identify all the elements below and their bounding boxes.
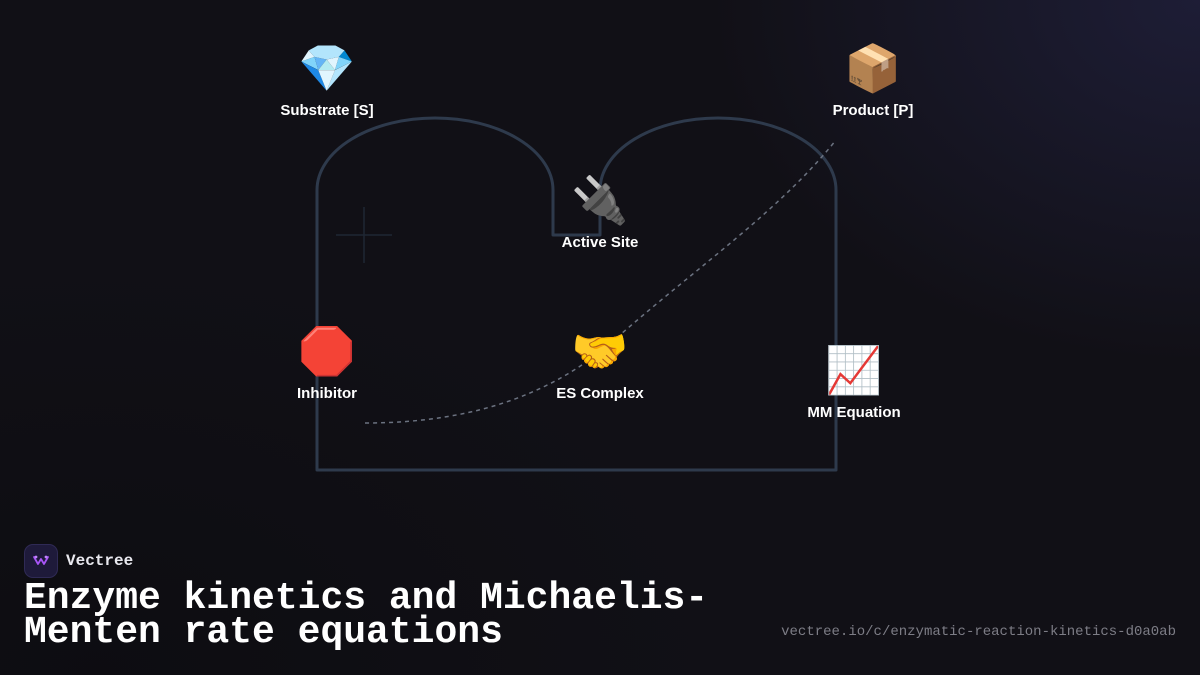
handshake-icon: 🤝: [571, 324, 629, 378]
node-label: Inhibitor: [297, 385, 357, 402]
node-substrate: 💎 Substrate [S]: [237, 40, 417, 119]
node-active-site: 🔌 Active Site: [510, 172, 690, 251]
node-es-complex: 🤝 ES Complex: [510, 323, 690, 402]
chart-increasing-icon: 📈: [825, 343, 883, 397]
node-label: Active Site: [561, 234, 639, 251]
vectree-logo-icon: [24, 544, 58, 578]
crosshair-mark: [336, 207, 392, 263]
node-label: Product [P]: [832, 102, 914, 119]
gem-icon: 💎: [298, 41, 356, 95]
node-label: ES Complex: [556, 385, 644, 402]
page-title: Enzyme kinetics and Michaelis-Menten rat…: [24, 577, 709, 654]
stop-sign-icon: 🛑: [298, 324, 356, 378]
node-inhibitor: 🛑 Inhibitor: [237, 323, 417, 402]
plug-icon: 🔌: [571, 173, 629, 227]
node-product: 📦 Product [P]: [783, 40, 963, 119]
source-url[interactable]: vectree.io/c/enzymatic-reaction-kinetics…: [781, 624, 1176, 640]
enzyme-outline: [315, 116, 838, 472]
brand: Vectree: [24, 544, 133, 578]
node-label: MM Equation: [807, 404, 901, 421]
node-label: Substrate [S]: [280, 102, 374, 119]
package-icon: 📦: [844, 41, 902, 95]
brand-name: Vectree: [66, 552, 134, 570]
node-mm-equation: 📈 MM Equation: [764, 342, 944, 421]
